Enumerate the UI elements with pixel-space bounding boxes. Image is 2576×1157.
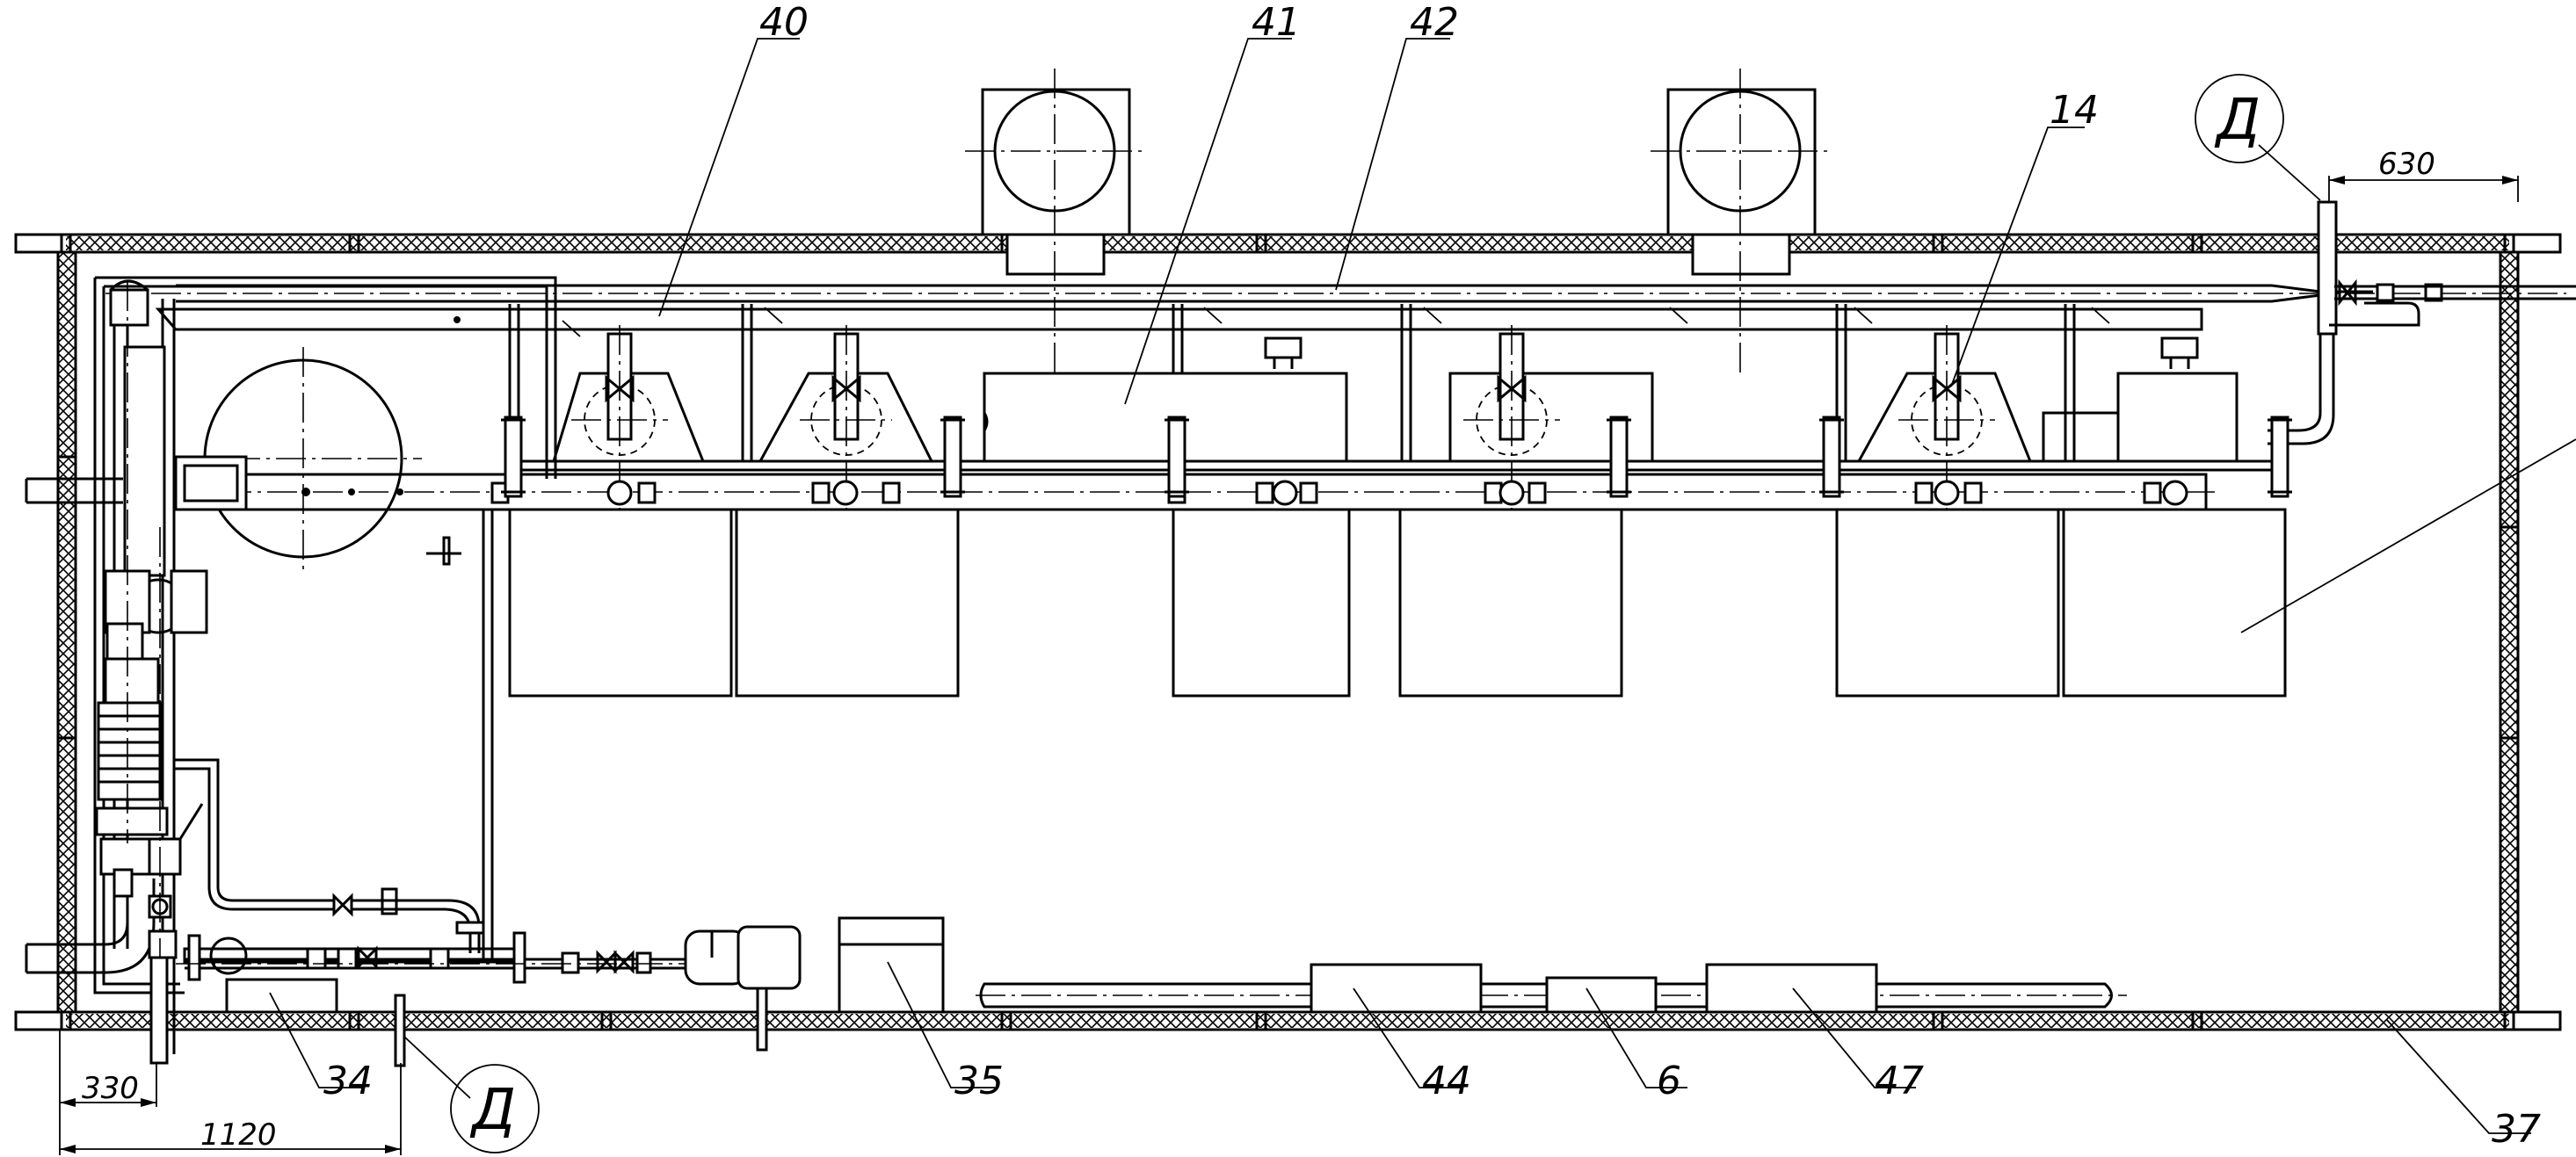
left-inlet-pipe [25, 477, 156, 974]
lower-pipe-valves [490, 416, 2292, 506]
dimension-330 [59, 1030, 157, 1107]
burner-block-1 [552, 325, 705, 514]
base-frame-34 [225, 978, 338, 1014]
dimension-1120-text: 1120 [200, 1117, 277, 1153]
exhaust-stack-right [1651, 69, 1830, 373]
leader-lines [269, 38, 2576, 1134]
burner-block-2 [758, 325, 933, 514]
callout-40: 40 [759, 0, 809, 45]
dimension-330-text: 330 [82, 1071, 139, 1106]
exhaust-stack-left [965, 69, 1144, 373]
callout-37: 37 [2492, 1107, 2541, 1152]
furnace-chambers [508, 508, 2287, 698]
callout-14: 14 [2050, 88, 2099, 133]
dimension-630 [2328, 176, 2519, 202]
post-marker [394, 994, 406, 1067]
callout-44: 44 [1422, 1059, 1471, 1103]
callout-41: 41 [1252, 0, 1301, 45]
burner-housing-center [983, 372, 2239, 463]
header-valve-right [2268, 200, 2576, 445]
dimension-630-text: 630 [2378, 147, 2435, 182]
callout-35: 35 [954, 1059, 1004, 1103]
callout-34: 34 [323, 1059, 373, 1103]
section-marker-top-letter: Д [2214, 88, 2260, 153]
dimension-1120 [59, 1063, 402, 1155]
lower-main-pipe [176, 473, 2215, 511]
section-marker-bottom-letter: Д [469, 1078, 516, 1143]
vertical-riser-pipes [93, 277, 208, 1065]
burner-branch-pipes [562, 307, 2199, 369]
section-marker-bottom [450, 1064, 540, 1153]
section-marker-top [2195, 74, 2284, 163]
gas-line-to-regulator [176, 931, 729, 984]
gas-regulator [684, 925, 802, 1052]
cabinet-35 [838, 916, 945, 1014]
callout-6: 6 [1657, 1059, 1681, 1103]
fan-unit [174, 347, 461, 571]
bottom-long-pipe [976, 963, 2127, 1014]
callout-42: 42 [1410, 0, 1459, 45]
callout-47: 47 [1875, 1059, 1924, 1103]
fuel-line-left [174, 510, 494, 962]
building-walls [14, 233, 2562, 1031]
burner-frame-rail [505, 459, 2285, 472]
